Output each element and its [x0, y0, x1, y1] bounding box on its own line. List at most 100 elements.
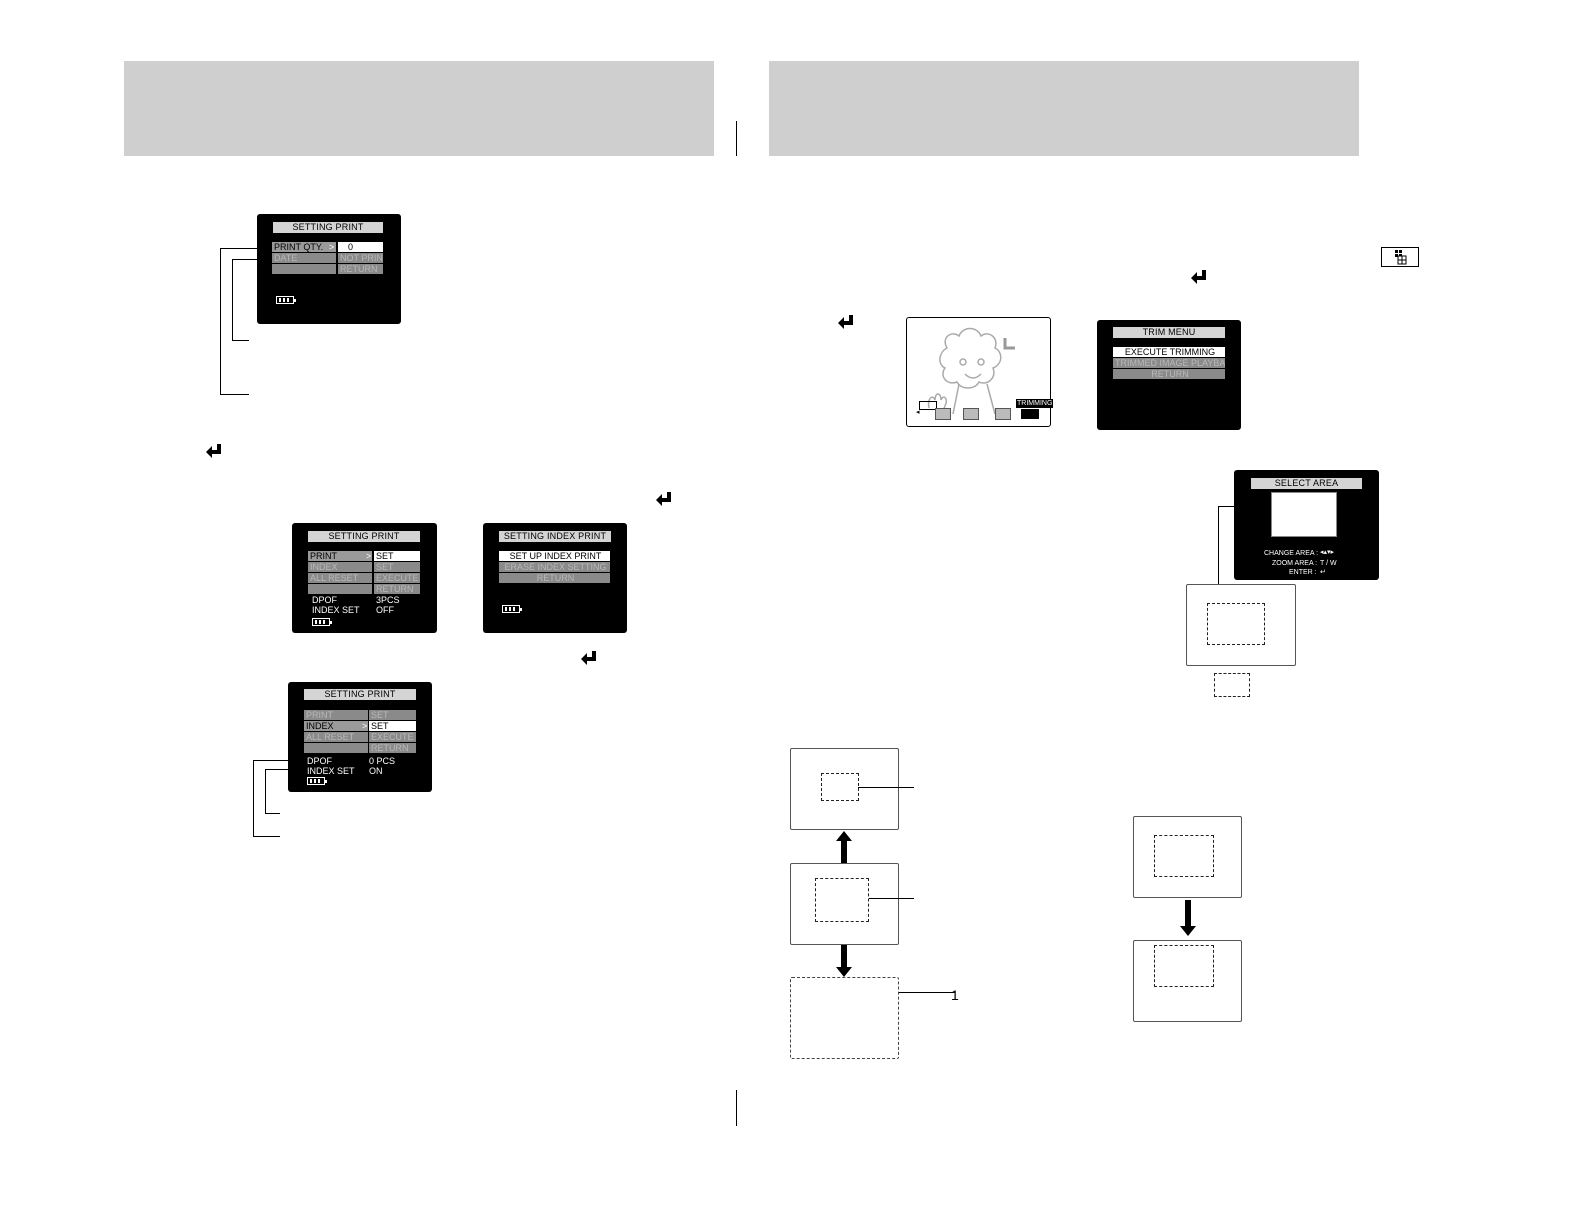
menu-item-set-up-index-print[interactable]: SET UP INDEX PRINT [499, 551, 610, 561]
preview-thumbnail [1271, 492, 1337, 537]
right-header-bar [769, 61, 1359, 156]
legend-zoom-area-label: ZOOM AREA : [1272, 560, 1318, 567]
photo-frame [790, 748, 899, 830]
save-icon[interactable] [995, 408, 1011, 420]
battery-icon [307, 777, 327, 785]
menu-value-index[interactable]: SET [374, 562, 420, 572]
arrow-down-icon [1180, 900, 1196, 936]
callout-line [253, 836, 280, 837]
callout-line [253, 760, 303, 761]
callout-line [220, 248, 272, 249]
callout-line [899, 992, 955, 993]
arrow-up-icon [836, 831, 852, 863]
callout-line [1218, 506, 1254, 507]
callout-line [232, 259, 272, 260]
info-index-set-label: INDEX SET [312, 605, 360, 615]
enter-icon [581, 651, 596, 665]
menu-item-trimmed-image-playback[interactable]: TRIMMED IMAGE PLAYBACK [1113, 358, 1225, 368]
trim-area-box [1154, 835, 1214, 877]
menu-value-return[interactable]: RETURN [338, 264, 383, 274]
setting-index-print-screen: SETTING INDEX PRINT SET UP INDEX PRINT E… [483, 523, 627, 633]
callout-line [1218, 506, 1219, 584]
multi-frame-icon [1381, 247, 1419, 267]
trim-menu-screen: TRIM MENU EXECUTE TRIMMING TRIMMED IMAGE… [1097, 320, 1241, 430]
callout-line [858, 787, 914, 788]
menu-label-all-reset[interactable]: ALL RESET [304, 732, 368, 742]
menu-label-index[interactable]: INDEX [308, 562, 372, 572]
menu-value-print-qty[interactable]: 0 [338, 242, 383, 252]
menu-arrow: > [366, 551, 372, 561]
print-icon[interactable] [935, 408, 951, 420]
info-dpof-label: DPOF [307, 756, 333, 766]
legend-enter-label: ENTER : [1289, 569, 1317, 576]
cartoon-character-illustration [927, 327, 1015, 417]
info-dpof-label: DPOF [312, 595, 338, 605]
legend-change-area-label: CHANGE AREA : [1264, 550, 1319, 557]
screen-title: SETTING PRINT [273, 222, 383, 233]
callout-line [265, 813, 280, 814]
menu-value-return[interactable]: RETURN [369, 743, 416, 753]
fold-mark-bottom [736, 1090, 737, 1126]
trimming-icon[interactable] [1021, 409, 1039, 419]
callout-line [253, 760, 254, 837]
screen-title: SETTING PRINT [308, 531, 420, 542]
enter-icon [206, 444, 221, 458]
enter-icon [1191, 270, 1206, 284]
menu-label-print[interactable]: PRINT [304, 710, 368, 720]
photo-frame [1133, 816, 1242, 898]
callout-line [265, 769, 303, 770]
prev-arrow-icon[interactable]: ◂ [916, 409, 920, 416]
photo-frame-full-area [790, 977, 899, 1059]
enter-icon [656, 492, 671, 506]
setting-print-screen-index: SETTING PRINT PRINT SET INDEX > SET ALL … [288, 682, 432, 792]
menu-label-all-reset[interactable]: ALL RESET [308, 573, 372, 583]
legend-enter-value: ↵ [1320, 569, 1326, 576]
select-area-screen: SELECT AREA CHANGE AREA : ◂▴▾▸ ZOOM AREA… [1234, 470, 1379, 580]
menu-value-return[interactable]: RETURN [374, 584, 420, 594]
menu-label-empty [304, 743, 368, 753]
info-index-set-label: INDEX SET [307, 766, 355, 776]
trim-area-box [1154, 945, 1214, 987]
callout-line [232, 340, 249, 341]
battery-icon [502, 605, 522, 613]
trim-area-box [815, 878, 869, 922]
menu-label-index[interactable]: INDEX [304, 721, 368, 731]
menu-item-return[interactable]: RETURN [499, 573, 610, 583]
legend-change-area-value: ◂▴▾▸ [1320, 549, 1335, 556]
trimming-badge[interactable]: TRIMMING [1016, 399, 1054, 408]
menu-value-date[interactable]: NOT PRINT [338, 253, 383, 263]
trim-area-box [821, 773, 859, 801]
multi-icon[interactable] [963, 408, 979, 420]
menu-label-date[interactable]: DATE [272, 253, 336, 263]
photo-frame [1133, 940, 1242, 1022]
trim-area-box [1207, 603, 1265, 645]
callout-line [220, 248, 221, 395]
battery-icon [312, 618, 332, 626]
menu-label-print[interactable]: PRINT [308, 551, 372, 561]
menu-value-index[interactable]: SET [369, 721, 416, 731]
battery-icon [276, 296, 296, 304]
menu-value-print[interactable]: SET [369, 710, 416, 720]
callout-line [220, 394, 249, 395]
callout-line [265, 769, 266, 814]
menu-item-return[interactable]: RETURN [1113, 369, 1225, 379]
photo-frame [1186, 584, 1296, 666]
menu-value-print[interactable]: SET [374, 551, 420, 561]
fold-mark-top [736, 121, 737, 156]
menu-arrow: > [362, 721, 368, 731]
menu-label-print-qty[interactable]: PRINT QTY. [272, 242, 336, 252]
screen-title: TRIM MENU [1113, 327, 1225, 338]
menu-value-execute[interactable]: EXECUTE [369, 732, 416, 742]
callout-line [869, 898, 914, 899]
info-index-set-value: OFF [376, 605, 394, 615]
setting-print-screen-qty: SETTING PRINT PRINT QTY. > 0 DATE NOT PR… [257, 214, 401, 324]
menu-value-execute[interactable]: EXECUTE [374, 573, 420, 583]
info-dpof-value: 3PCS [376, 595, 400, 605]
playback-screen: ◂ TRIMMING [906, 317, 1054, 427]
screen-title: SELECT AREA [1251, 478, 1362, 489]
info-index-set-value: ON [369, 766, 383, 776]
arrow-down-icon [836, 945, 852, 977]
menu-item-erase-index-setting[interactable]: ERASE INDEX SETTING [499, 562, 610, 572]
menu-item-execute-trimming[interactable]: EXECUTE TRIMMING [1113, 347, 1225, 357]
screen-title: SETTING PRINT [304, 689, 416, 700]
